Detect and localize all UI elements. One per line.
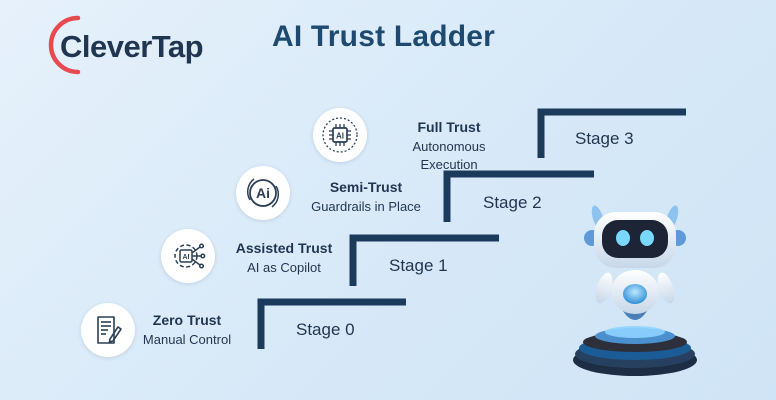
step-3 bbox=[537, 108, 686, 158]
stage-3-text: Full Trust Autonomous Execution bbox=[384, 118, 514, 174]
svg-text:AI: AI bbox=[336, 132, 344, 141]
stage-3-title: Full Trust bbox=[417, 119, 481, 135]
stage-0-title: Zero Trust bbox=[152, 312, 222, 328]
stage-0-icon-badge bbox=[81, 303, 135, 357]
logo-arc-icon bbox=[48, 15, 81, 75]
stage-2-title: Semi-Trust bbox=[329, 179, 403, 195]
ai-badge-icon: Ai bbox=[246, 178, 280, 208]
svg-text:Ai: Ai bbox=[256, 185, 270, 201]
stage-1-icon-badge: AI bbox=[161, 229, 215, 283]
stage-2-subtitle: Guardrails in Place bbox=[311, 199, 421, 214]
stage-0-text: Zero Trust Manual Control bbox=[122, 311, 252, 349]
document-pen-icon bbox=[97, 316, 122, 344]
page-title: AI Trust Ladder bbox=[272, 20, 496, 53]
stage-3-subtitle: Autonomous Execution bbox=[412, 139, 486, 172]
brand-name: CleverTap bbox=[60, 29, 204, 64]
step-1 bbox=[349, 234, 499, 286]
stage-1-label: Stage 1 bbox=[389, 256, 448, 275]
stage-1-subtitle: AI as Copilot bbox=[247, 260, 321, 275]
ai-chip-gear-icon: AI bbox=[174, 243, 206, 269]
clevertap-logo: CleverTap bbox=[38, 12, 213, 75]
stage-3-label: Stage 3 bbox=[575, 129, 634, 148]
robot-illustration bbox=[573, 205, 697, 376]
stage-3-icon-badge: AI bbox=[313, 108, 367, 162]
svg-text:AI: AI bbox=[183, 254, 190, 261]
stage-0-subtitle: Manual Control bbox=[142, 332, 232, 347]
stage-0-label: Stage 0 bbox=[296, 320, 355, 339]
step-0 bbox=[257, 298, 406, 349]
stage-1-text: Assisted Trust AI as Copilot bbox=[219, 239, 349, 277]
stage-2-icon-badge: Ai bbox=[236, 166, 290, 220]
stage-1-title: Assisted Trust bbox=[235, 240, 333, 256]
stage-2-text: Semi-Trust Guardrails in Place bbox=[301, 178, 431, 216]
ai-chip-icon: AI bbox=[322, 117, 358, 153]
step-2 bbox=[443, 170, 594, 222]
stage-2-label: Stage 2 bbox=[483, 193, 542, 212]
